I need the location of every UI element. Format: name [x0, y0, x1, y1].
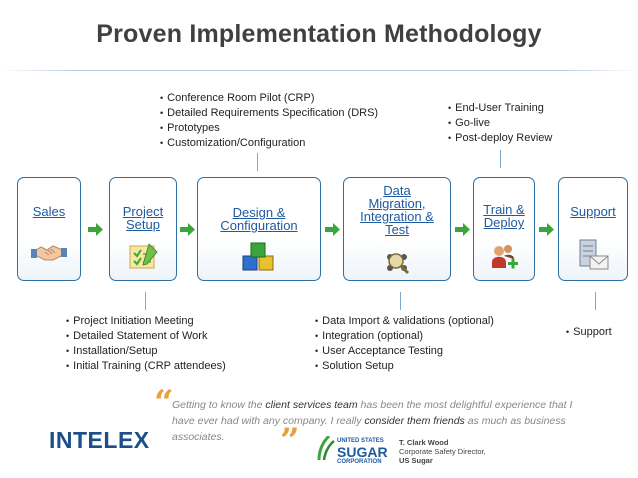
note-item: Project Initiation Meeting — [66, 314, 226, 329]
arrow-right-icon — [539, 223, 554, 236]
stage-sales-label[interactable]: Sales — [18, 205, 80, 218]
stage-label-line[interactable]: Migration, — [368, 196, 426, 211]
note-item: Installation/Setup — [66, 344, 226, 359]
stage-support-label[interactable]: Support — [559, 205, 627, 218]
testimonial-quote: Getting to know the client services team… — [172, 399, 573, 443]
stage-label-line[interactable]: Project — [122, 204, 164, 219]
stage-label-line[interactable]: Train & — [483, 202, 525, 217]
stage-label-line[interactable]: Integration & — [360, 209, 434, 224]
stage-label-line[interactable]: Configuration — [220, 218, 298, 233]
design-top-connector — [257, 153, 258, 171]
note-item: Solution Setup — [315, 359, 494, 374]
setup-bottom-connector — [145, 292, 146, 310]
stage-label-line[interactable]: Support — [570, 204, 616, 219]
stage-label-line[interactable]: Setup — [126, 217, 160, 232]
open-quote-icon: “ — [154, 383, 174, 423]
note-item: Detailed Statement of Work — [66, 329, 226, 344]
page-title: Proven Implementation Methodology — [96, 20, 542, 48]
stage-support[interactable]: Support — [558, 177, 628, 281]
note-item: Prototypes — [160, 121, 378, 136]
checklist-icon — [129, 243, 158, 269]
stage-label-line[interactable]: Data — [383, 183, 411, 198]
note-item: Initial Training (CRP attendees) — [66, 359, 226, 374]
migration-bottom-connector — [400, 292, 401, 310]
note-item: Go-live — [448, 116, 552, 131]
handshake-icon — [31, 245, 67, 261]
note-item: Customization/Configuration — [160, 136, 378, 151]
stage-label-line[interactable]: Sales — [32, 204, 66, 219]
setup-bottom-notes: Project Initiation MeetingDetailed State… — [66, 314, 226, 374]
arrow-right-icon — [455, 223, 470, 236]
stage-label-line[interactable]: Design & — [232, 205, 286, 220]
stage-train-deploy[interactable]: Train &Deploy — [473, 177, 535, 281]
train-top-notes: End-User TrainingGo-livePost-deploy Revi… — [448, 101, 552, 146]
arrow-right-icon — [325, 223, 340, 236]
note-item: End-User Training — [448, 101, 552, 116]
note-item: Detailed Requirements Specification (DRS… — [160, 106, 378, 121]
note-item: Conference Room Pilot (CRP) — [160, 91, 378, 106]
cubes-icon — [242, 242, 274, 271]
us-sugar-logo: UNITED STATES SUGAR CORPORATION — [337, 438, 388, 465]
support-bottom-notes: Support — [566, 325, 612, 340]
testimonial-credit: T. Clark Wood Corporate Safety Director,… — [399, 438, 486, 465]
stage-train-deploy-label[interactable]: Train &Deploy — [474, 203, 534, 229]
train-top-connector — [500, 150, 501, 168]
note-item: Integration (optional) — [315, 329, 494, 344]
arrow-right-icon — [180, 223, 195, 236]
stage-label-line[interactable]: Test — [385, 222, 409, 237]
server-mail-icon — [579, 239, 609, 270]
title-divider — [0, 70, 638, 71]
arrow-right-icon — [88, 223, 103, 236]
note-item: Data Import & validations (optional) — [315, 314, 494, 329]
stage-sales[interactable]: Sales — [17, 177, 81, 281]
intelex-logo: INTELEX — [49, 427, 150, 453]
design-top-notes: Conference Room Pilot (CRP)Detailed Requ… — [160, 91, 378, 151]
note-item: User Acceptance Testing — [315, 344, 494, 359]
stage-label-line[interactable]: Deploy — [483, 215, 525, 230]
magnifier-icon — [387, 253, 410, 275]
stage-design-label[interactable]: Design &Configuration — [198, 206, 320, 232]
note-item: Support — [566, 325, 612, 340]
users-add-icon — [492, 245, 518, 269]
stage-design-configuration[interactable]: Design &Configuration — [197, 177, 321, 281]
note-item: Post-deploy Review — [448, 131, 552, 146]
support-bottom-connector — [595, 292, 596, 310]
close-quote-icon: ” — [280, 421, 300, 461]
migration-bottom-notes: Data Import & validations (optional)Inte… — [315, 314, 494, 374]
sugar-cane-icon — [317, 436, 335, 460]
